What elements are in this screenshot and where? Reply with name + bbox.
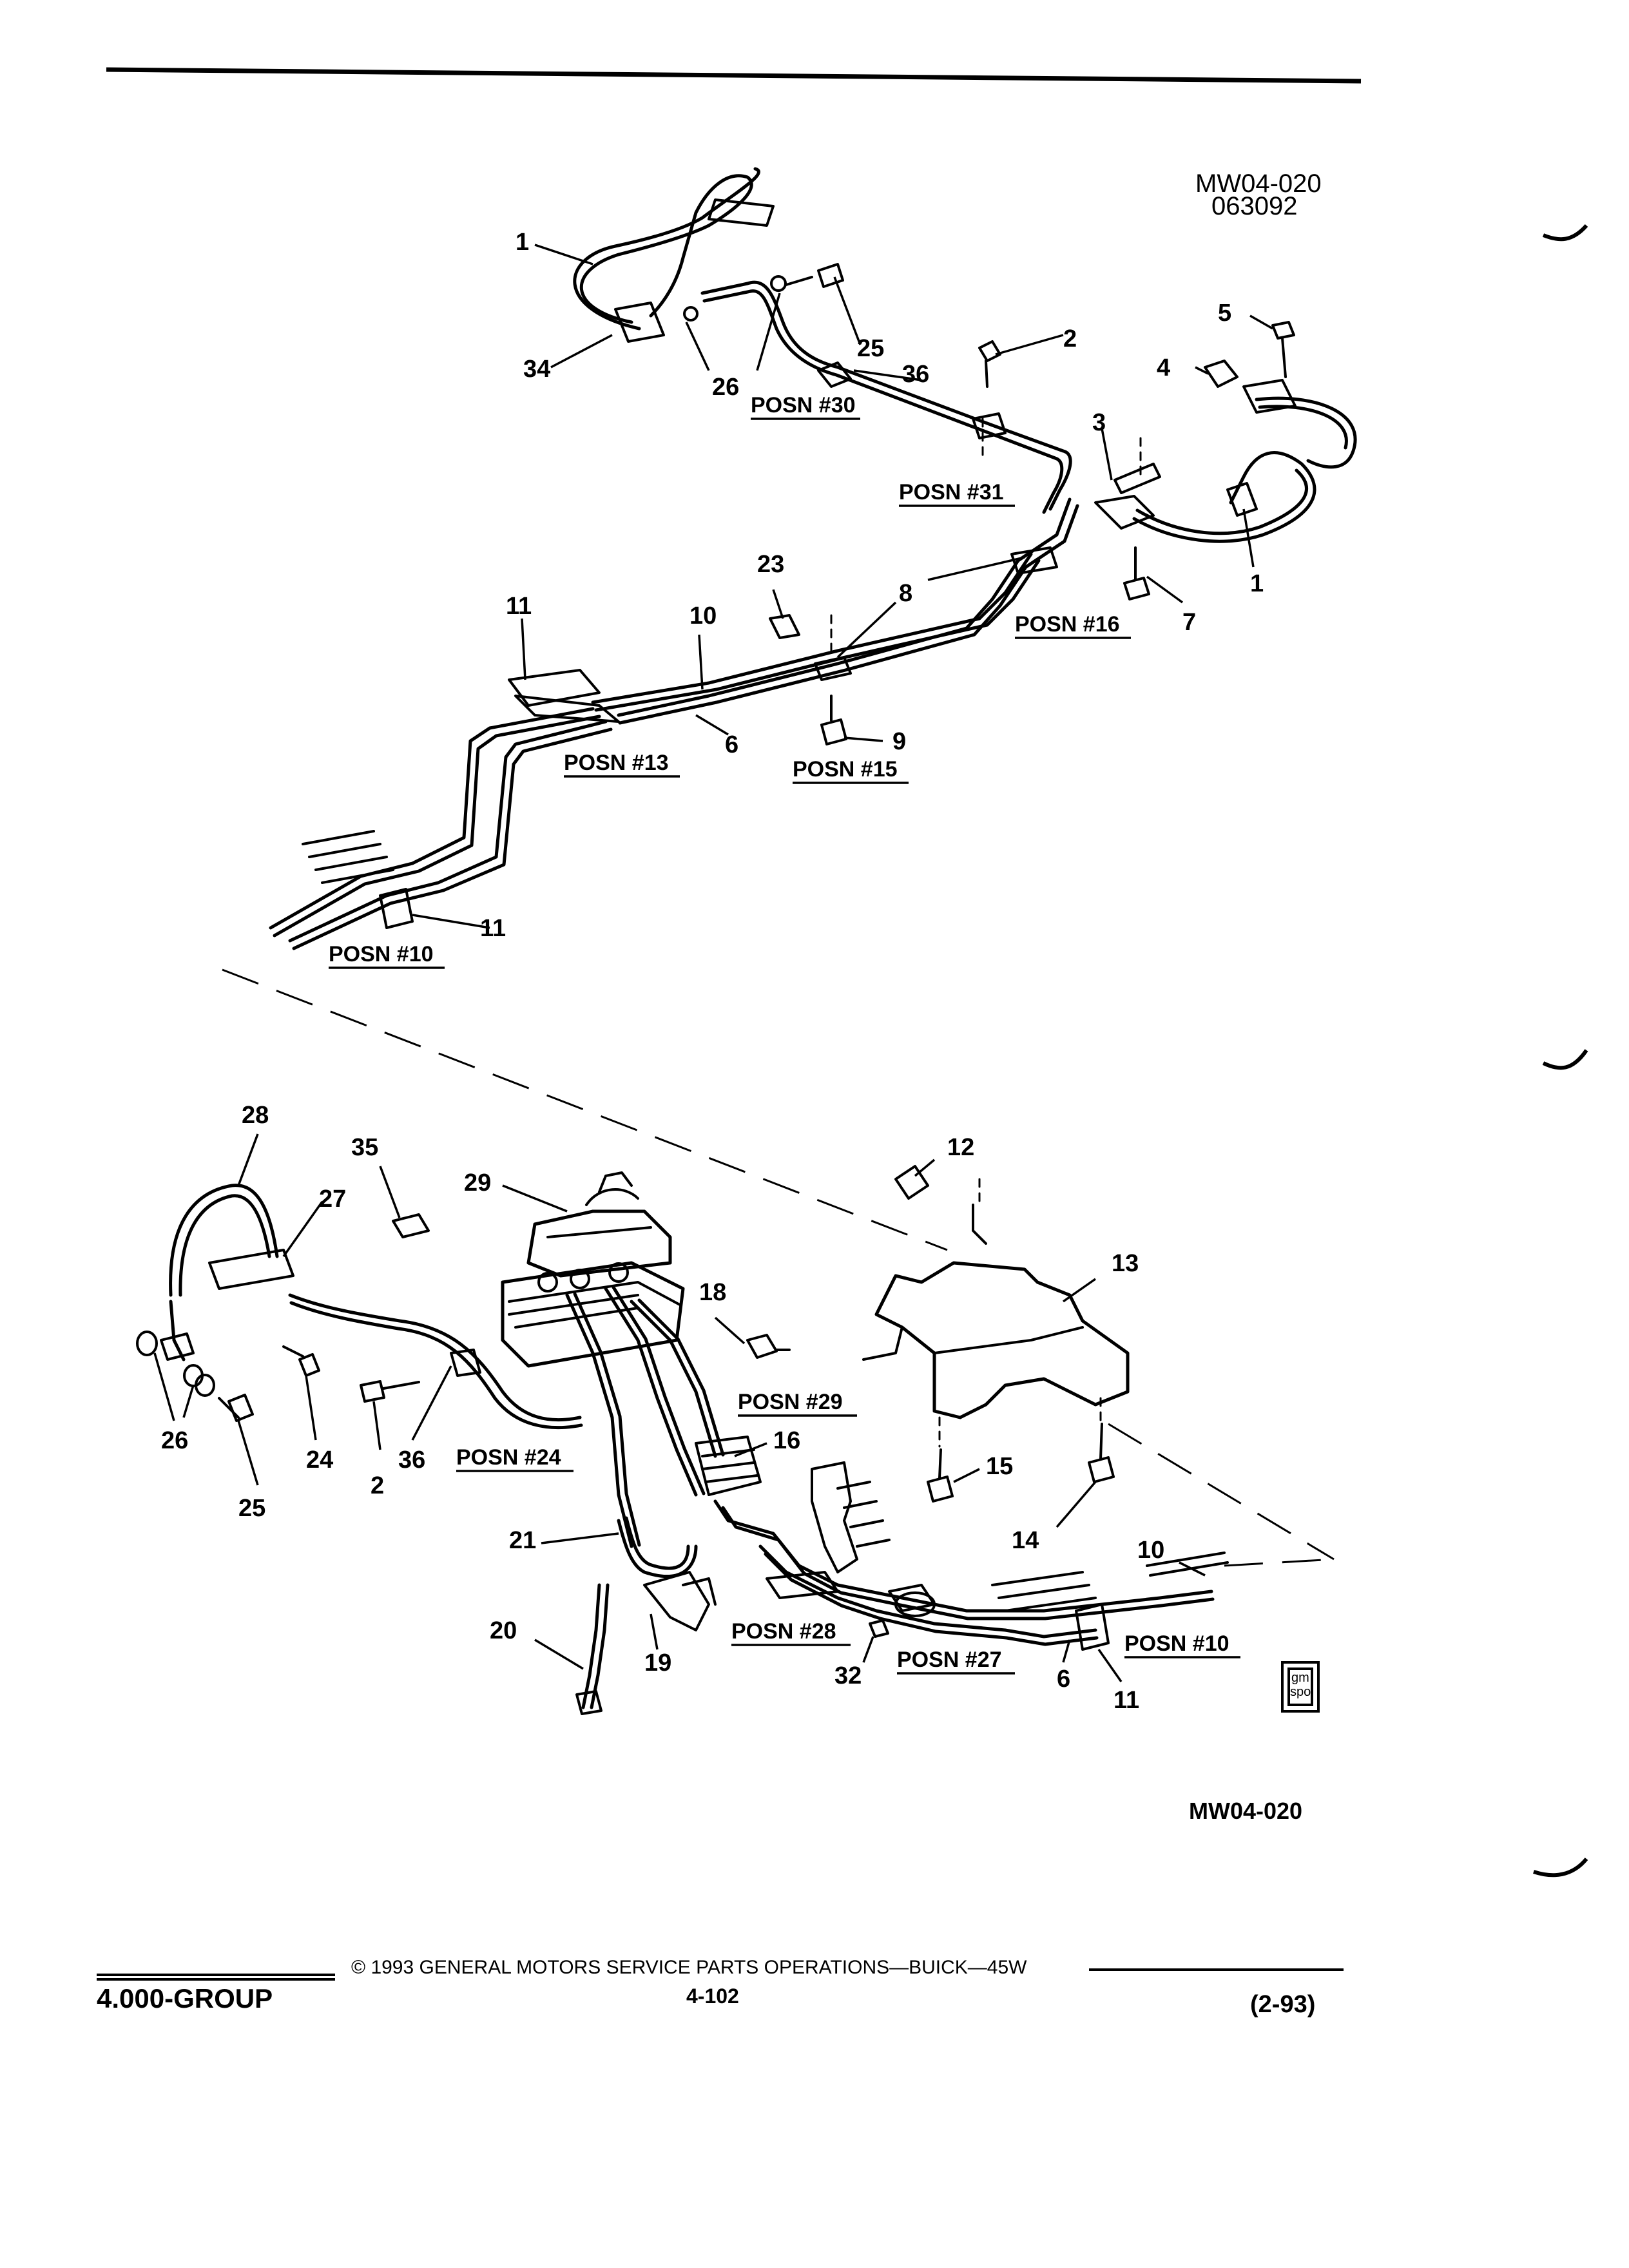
gm-spo-logo-line1: gm [1291, 1671, 1309, 1685]
callout-6-lower: 6 [1057, 1666, 1071, 1693]
margin-marks [1533, 224, 1588, 1878]
callout-26-lower: 26 [161, 1427, 189, 1454]
posn-31-label: POSN #31 [899, 480, 1004, 505]
callout-3: 3 [1092, 409, 1106, 436]
group-label: 4.000-GROUP [97, 1983, 273, 2013]
callout-26: 26 [712, 374, 740, 401]
posn-15-label: POSN #15 [793, 757, 898, 782]
footer-rules [97, 1968, 1344, 1981]
callout-20: 20 [490, 1617, 517, 1644]
page-number: 4-102 [686, 1984, 739, 2008]
posn-29-label: POSN #29 [738, 1390, 843, 1414]
posn-16-label: POSN #16 [1015, 612, 1120, 637]
upper-assembly [269, 167, 1357, 950]
callout-23: 23 [757, 551, 785, 578]
callout-2: 2 [1063, 325, 1077, 352]
callout-24: 24 [306, 1446, 334, 1474]
callout-4: 4 [1157, 354, 1171, 381]
callout-2-lower: 2 [371, 1472, 385, 1499]
copyright-line: © 1993 GENERAL MOTORS SERVICE PARTS OPER… [351, 1957, 1027, 1978]
posn-30-label: POSN #30 [751, 393, 856, 418]
posn-27-label: POSN #27 [897, 1648, 1002, 1672]
callout-12: 12 [947, 1134, 975, 1161]
callout-1: 1 [516, 229, 530, 256]
callout-10-lower: 10 [1137, 1537, 1165, 1564]
callout-13: 13 [1112, 1250, 1139, 1277]
gm-spo-logo-line2: spo [1290, 1685, 1311, 1699]
callout-15: 15 [986, 1453, 1014, 1480]
gm-spo-logo [1281, 1661, 1320, 1713]
callout-10-upper: 10 [689, 602, 717, 629]
callout-27: 27 [319, 1186, 347, 1213]
callout-11-posn10: 11 [480, 915, 506, 942]
posn-24-label: POSN #24 [456, 1445, 561, 1470]
posn-underlines [329, 418, 1240, 1675]
callout-9: 9 [892, 728, 907, 755]
rear-hose-left [580, 174, 753, 324]
callout-36: 36 [902, 361, 930, 388]
callout-6-upper: 6 [725, 731, 739, 758]
callout-14: 14 [1012, 1527, 1039, 1554]
figure-date-header: 063092 [1211, 192, 1298, 220]
callout-34: 34 [523, 356, 551, 383]
callout-25: 25 [857, 335, 885, 362]
guide-lines [222, 968, 1335, 1567]
top-rule [106, 67, 1362, 84]
callout-19: 19 [644, 1649, 672, 1677]
posn-28-label: POSN #28 [731, 1619, 836, 1644]
callout-36-lower: 36 [398, 1446, 426, 1474]
figure-code-header: MW04-020 [1195, 169, 1322, 198]
callout-29: 29 [464, 1169, 492, 1196]
callout-5: 5 [1218, 300, 1232, 327]
callout-7: 7 [1182, 609, 1197, 636]
callout-21: 21 [509, 1527, 537, 1554]
callout-1-right: 1 [1250, 570, 1264, 597]
leader-lines [153, 244, 1273, 1683]
posn-10-lower-label: POSN #10 [1124, 1631, 1229, 1656]
posn-10-upper-label: POSN #10 [329, 942, 434, 966]
callout-18: 18 [699, 1279, 727, 1306]
callout-11-upper: 11 [506, 593, 532, 620]
revision-date: (2-93) [1250, 1991, 1316, 2018]
callout-11-lower: 11 [1113, 1687, 1140, 1714]
callout-8: 8 [899, 580, 913, 607]
callout-25-lower: 25 [238, 1495, 266, 1522]
callout-28: 28 [242, 1102, 269, 1129]
posn-13-label: POSN #13 [564, 751, 669, 775]
lower-assembly [136, 1165, 1229, 1715]
callout-35: 35 [351, 1134, 379, 1161]
callout-32: 32 [834, 1662, 862, 1689]
callout-16: 16 [773, 1427, 801, 1454]
figure-code-footer: MW04-020 [1189, 1798, 1303, 1824]
